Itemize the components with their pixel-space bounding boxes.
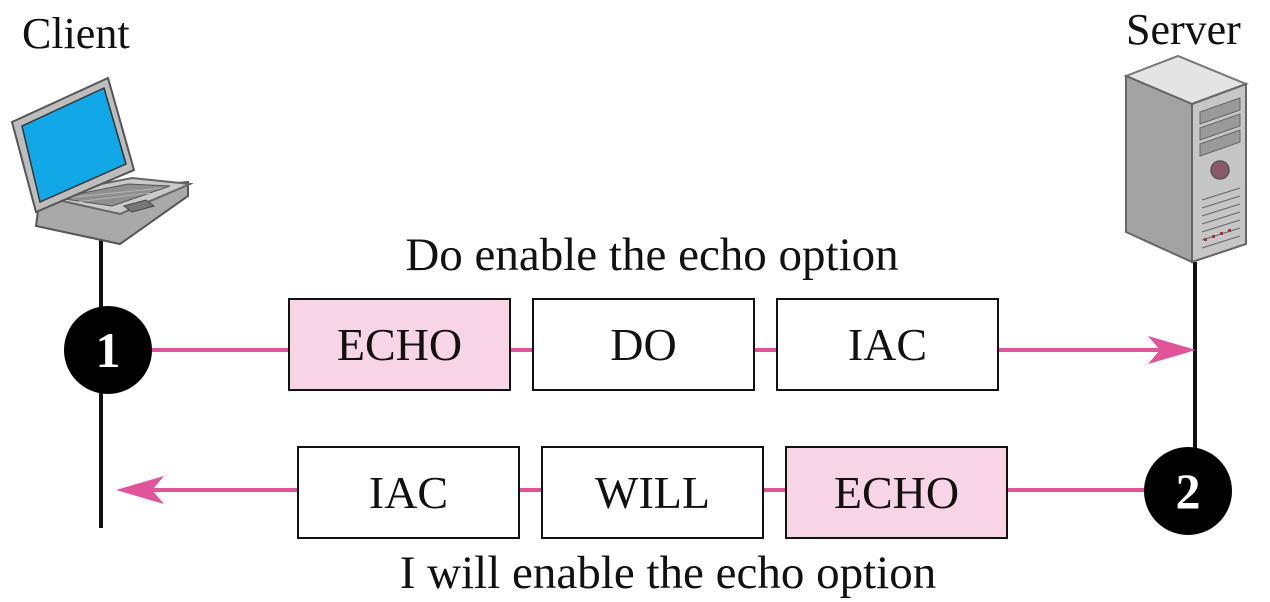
message-2-caption: I will enable the echo option [399, 547, 937, 599]
message-1-field-iac: IAC [776, 298, 999, 391]
message-1-field-echo: ECHO [288, 298, 511, 391]
arrowhead-right-icon [1148, 336, 1196, 364]
arrowhead-left-icon [116, 476, 164, 504]
server-tower-icon [1123, 54, 1249, 264]
message-2-field-iac: IAC [297, 446, 520, 539]
message-1-field-do: DO [532, 298, 755, 391]
message-2-arrow [116, 476, 1148, 504]
message-1-caption: Do enable the echo option [405, 229, 899, 281]
step-1-badge: 1 [64, 306, 152, 394]
message-1-arrow [150, 336, 1196, 364]
message-2-field-will: WILL [541, 446, 764, 539]
server-label: Server [1126, 5, 1241, 54]
step-2-badge: 2 [1144, 447, 1232, 535]
message-2-field-echo: ECHO [785, 446, 1008, 539]
laptop-icon [10, 76, 194, 246]
client-label: Client [22, 9, 130, 58]
